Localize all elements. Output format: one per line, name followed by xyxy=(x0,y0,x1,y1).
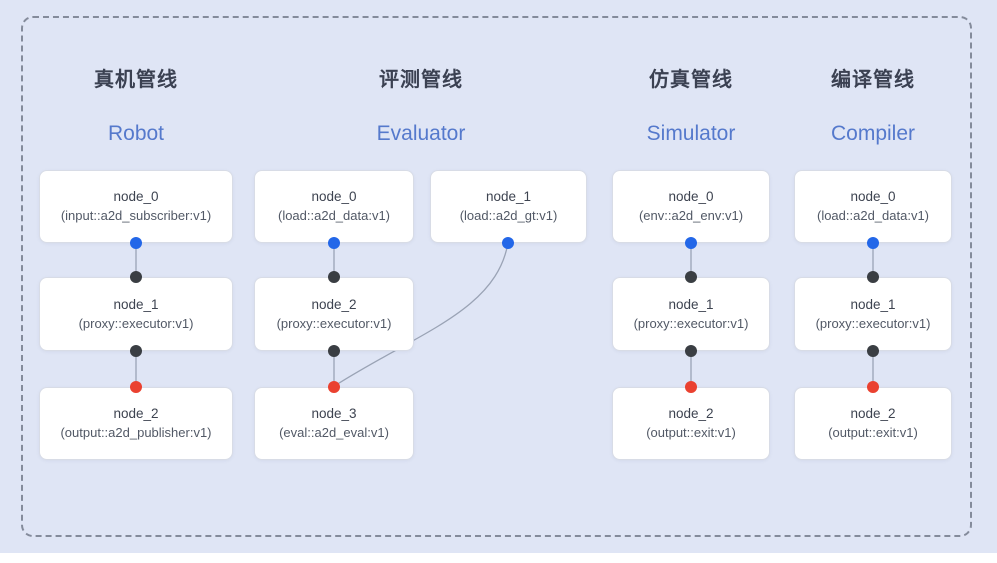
node-type: (load::a2d_data:v1) xyxy=(277,208,391,223)
pipeline-title-zh-evaluator: 评测管线 xyxy=(379,69,463,91)
node-type: (output::exit:v1) xyxy=(828,425,918,440)
output-port-dot-blue-compiler-node0 xyxy=(867,237,879,249)
input-port-dot-red-simulator-node2 xyxy=(685,381,697,393)
pipeline-title-en-evaluator: Evaluator xyxy=(376,122,466,145)
node-box-evaluator-node-0: node_0 (load::a2d_data:v1) xyxy=(254,170,414,243)
pipeline-title-zh-robot: 真机管线 xyxy=(94,69,178,91)
pipeline-title-en-robot: Robot xyxy=(107,122,165,145)
node-title: node_0 xyxy=(113,189,159,204)
node-type: (env::a2d_env:v1) xyxy=(638,208,744,223)
node-type: (proxy::executor:v1) xyxy=(276,315,392,331)
node-title: node_1 xyxy=(113,296,159,312)
node-box-robot-node-1: node_1 (proxy::executor:v1) xyxy=(39,277,233,351)
pipeline-title-zh-compiler: 编译管线 xyxy=(831,69,915,91)
node-type: (proxy::executor:v1) xyxy=(815,315,931,331)
node-type: (load::a2d_data:v1) xyxy=(816,208,930,223)
output-port-dot-dark-robot-node1 xyxy=(130,345,142,357)
output-port-dot-dark-evaluator-node2 xyxy=(328,345,340,357)
input-port-dot-red-robot-node2 xyxy=(130,381,142,393)
node-box-compiler-node-2: node_2 (output::exit:v1) xyxy=(794,387,952,460)
node-type: (proxy::executor:v1) xyxy=(633,315,749,331)
node-title: node_0 xyxy=(311,189,357,204)
node-box-compiler-node-0: node_0 (load::a2d_data:v1) xyxy=(794,170,952,243)
input-port-dot-dark-compiler-node1 xyxy=(867,271,879,283)
input-port-dot-red-compiler-node2 xyxy=(867,381,879,393)
node-box-evaluator-node-3: node_3 (eval::a2d_eval:v1) xyxy=(254,387,414,460)
node-title: node_1 xyxy=(668,296,714,312)
node-title: node_0 xyxy=(850,189,896,204)
output-port-dot-blue-evaluator-node0 xyxy=(328,237,340,249)
node-type: (output::exit:v1) xyxy=(646,425,736,440)
node-title: node_3 xyxy=(311,406,357,421)
node-box-compiler-node-1: node_1 (proxy::executor:v1) xyxy=(794,277,952,351)
output-port-dot-dark-simulator-node1 xyxy=(685,345,697,357)
node-type: (eval::a2d_eval:v1) xyxy=(279,425,389,440)
input-port-dot-dark-robot-node1 xyxy=(130,271,142,283)
node-box-simulator-node-1: node_1 (proxy::executor:v1) xyxy=(612,277,770,351)
node-box-robot-node-2: node_2 (output::a2d_publisher:v1) xyxy=(39,387,233,460)
node-title: node_1 xyxy=(850,296,896,312)
edge-evaluator-node1-node3 xyxy=(335,242,509,386)
node-box-robot-node-0: node_0 (input::a2d_subscriber:v1) xyxy=(39,170,233,243)
node-type: (output::a2d_publisher:v1) xyxy=(60,425,212,440)
node-type: (load::a2d_gt:v1) xyxy=(459,208,558,223)
node-box-evaluator-node-2: node_2 (proxy::executor:v1) xyxy=(254,277,414,351)
node-title: node_2 xyxy=(668,406,714,421)
output-port-dot-blue-robot-node0 xyxy=(130,237,142,249)
pipeline-title-en-compiler: Compiler xyxy=(830,122,916,145)
pipeline-title-en-simulator: Simulator xyxy=(646,122,736,145)
output-port-dot-dark-compiler-node1 xyxy=(867,345,879,357)
node-type: (proxy::executor:v1) xyxy=(78,315,194,331)
node-title: node_2 xyxy=(850,406,896,421)
node-type: (input::a2d_subscriber:v1) xyxy=(60,208,212,223)
node-title: node_0 xyxy=(668,189,714,204)
node-title: node_2 xyxy=(311,296,357,312)
node-box-simulator-node-0: node_0 (env::a2d_env:v1) xyxy=(612,170,770,243)
node-box-simulator-node-2: node_2 (output::exit:v1) xyxy=(612,387,770,460)
input-port-dot-red-evaluator-node3 xyxy=(328,381,340,393)
dashed-border-frame xyxy=(21,16,972,537)
input-port-dot-dark-evaluator-node2 xyxy=(328,271,340,283)
node-title: node_2 xyxy=(113,406,159,421)
node-box-evaluator-node-1: node_1 (load::a2d_gt:v1) xyxy=(430,170,587,243)
pipeline-title-zh-simulator: 仿真管线 xyxy=(649,69,733,91)
output-port-dot-blue-evaluator-node1 xyxy=(502,237,514,249)
node-title: node_1 xyxy=(485,189,532,204)
output-port-dot-blue-simulator-node0 xyxy=(685,237,697,249)
input-port-dot-dark-simulator-node1 xyxy=(685,271,697,283)
